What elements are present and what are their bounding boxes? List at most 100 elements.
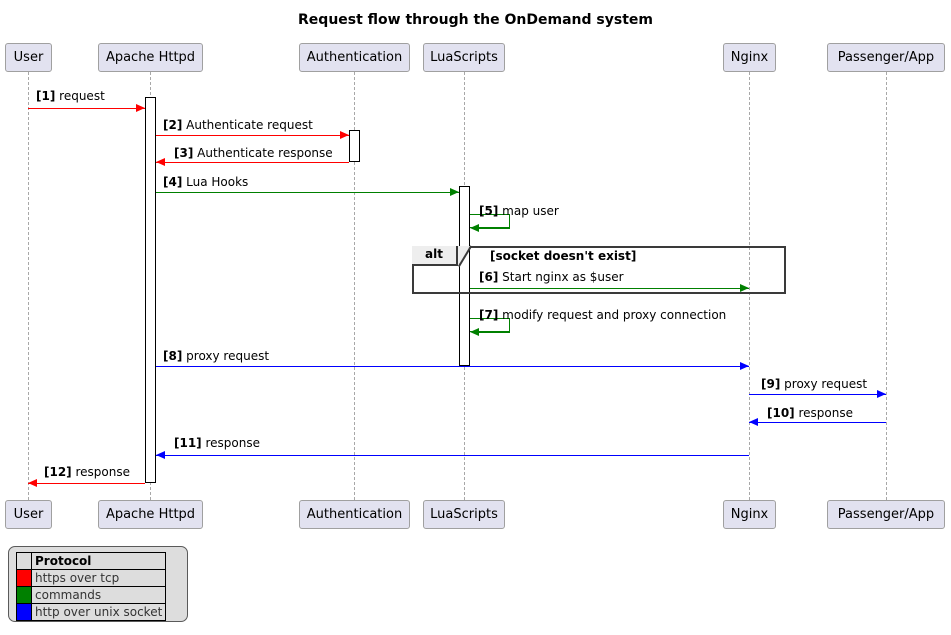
arrowhead-2 [340, 131, 349, 139]
participant-auth-top[interactable]: Authentication [299, 43, 410, 72]
message-label-5: [5] map user [479, 204, 559, 218]
message-label-6: [6] Start nginx as $user [479, 270, 624, 284]
message-number: [11] [174, 436, 202, 450]
legend-swatch-commands [16, 586, 32, 604]
legend-label-http_over_unix_socket: http over unix socket [30, 603, 167, 621]
message-number: [12] [44, 465, 72, 479]
lifeline-auth [354, 72, 355, 500]
act-lua [459, 186, 470, 366]
message-text: Start nginx as $user [502, 270, 624, 284]
participant-label: User [13, 507, 44, 522]
message-text: request [59, 89, 105, 103]
alt-fragment-frame [412, 246, 786, 294]
legend-header-row: Protocol [16, 552, 167, 570]
message-text: Authenticate response [197, 146, 333, 160]
message-label-7: [7] modify request and proxy connection [479, 308, 726, 322]
arrowhead-1 [136, 104, 145, 112]
message-text: proxy request [186, 349, 270, 363]
message-number: [7] [479, 308, 499, 322]
message-line-11 [156, 455, 749, 456]
participant-label: Apache Httpd [105, 50, 196, 65]
legend-row: http over unix socket [16, 603, 167, 621]
message-line-7 [479, 332, 510, 333]
participant-lua-bottom[interactable]: LuaScripts [423, 500, 505, 529]
act-auth [349, 130, 360, 162]
message-label-1: [1] request [36, 89, 105, 103]
legend-label-https_over_tcp: https over tcp [30, 569, 167, 587]
arrowhead-3 [156, 158, 165, 166]
lifeline-nginx [749, 72, 750, 500]
lifeline-user [28, 72, 29, 500]
self-message-loop-7 [470, 318, 510, 332]
alt-fragment-label: alt [425, 247, 443, 261]
message-text: Lua Hooks [186, 175, 249, 189]
participant-label: Apache Httpd [105, 507, 196, 522]
participant-lua-top[interactable]: LuaScripts [423, 43, 505, 72]
message-label-8: [8] proxy request [163, 349, 269, 363]
legend-row: https over tcp [16, 569, 167, 587]
participant-nginx-top[interactable]: Nginx [723, 43, 776, 72]
message-line-4 [156, 192, 459, 193]
message-label-4: [4] Lua Hooks [163, 175, 248, 189]
self-message-loop-5 [470, 214, 510, 228]
participant-nginx-bottom[interactable]: Nginx [723, 500, 776, 529]
legend-header-swatch [16, 552, 32, 570]
participant-label: Authentication [306, 507, 403, 522]
participant-user-top[interactable]: User [5, 43, 52, 72]
message-number: [10] [767, 406, 795, 420]
message-line-9 [749, 394, 886, 395]
message-label-12: [12] response [44, 465, 130, 479]
message-number: [4] [163, 175, 183, 189]
participant-label: LuaScripts [430, 507, 498, 522]
participant-label: User [13, 50, 44, 65]
participant-passenger-bottom[interactable]: Passenger/App [827, 500, 945, 529]
legend-label-commands: commands [30, 586, 167, 604]
participant-httpd-top[interactable]: Apache Httpd [98, 43, 203, 72]
alt-fragment-condition: [socket doesn't exist] [490, 249, 637, 263]
lifeline-passenger [886, 72, 887, 500]
message-text: modify request and proxy connection [502, 308, 727, 322]
message-label-10: [10] response [767, 406, 853, 420]
message-number: [2] [163, 118, 183, 132]
participant-label: Authentication [306, 50, 403, 65]
message-number: [6] [479, 270, 499, 284]
message-number: [1] [36, 89, 56, 103]
message-number: [3] [174, 146, 194, 160]
legend-row: commands [16, 586, 167, 604]
message-label-9: [9] proxy request [761, 377, 867, 391]
message-line-1 [28, 108, 145, 109]
diagram-title: Request flow through the OnDemand system [298, 12, 653, 28]
arrowhead-6 [740, 284, 749, 292]
arrowhead-11 [156, 451, 165, 459]
legend-header-label: Protocol [30, 552, 167, 570]
arrowhead-7 [470, 328, 479, 336]
message-text: response [798, 406, 854, 420]
participant-label: Passenger/App [837, 50, 935, 65]
message-line-5 [479, 228, 510, 229]
message-text: Authenticate request [186, 118, 313, 132]
message-number: [8] [163, 349, 183, 363]
message-line-6 [470, 288, 749, 289]
participant-user-bottom[interactable]: User [5, 500, 52, 529]
arrowhead-4 [450, 188, 459, 196]
message-line-12 [28, 483, 145, 484]
message-label-3: [3] Authenticate response [174, 146, 333, 160]
participant-label: Nginx [730, 507, 769, 522]
message-text: response [75, 465, 131, 479]
message-text: proxy request [784, 377, 868, 391]
message-label-11: [11] response [174, 436, 260, 450]
participant-auth-bottom[interactable]: Authentication [299, 500, 410, 529]
arrowhead-12 [28, 479, 37, 487]
arrowhead-10 [749, 418, 758, 426]
message-line-2 [156, 135, 349, 136]
participant-passenger-top[interactable]: Passenger/App [827, 43, 945, 72]
alt-fragment-tab: alt [412, 246, 458, 266]
arrowhead-9 [877, 390, 886, 398]
message-line-3 [156, 162, 349, 163]
participant-httpd-bottom[interactable]: Apache Httpd [98, 500, 203, 529]
legend-swatch-https_over_tcp [16, 569, 32, 587]
message-label-2: [2] Authenticate request [163, 118, 313, 132]
participant-label: LuaScripts [430, 50, 498, 65]
